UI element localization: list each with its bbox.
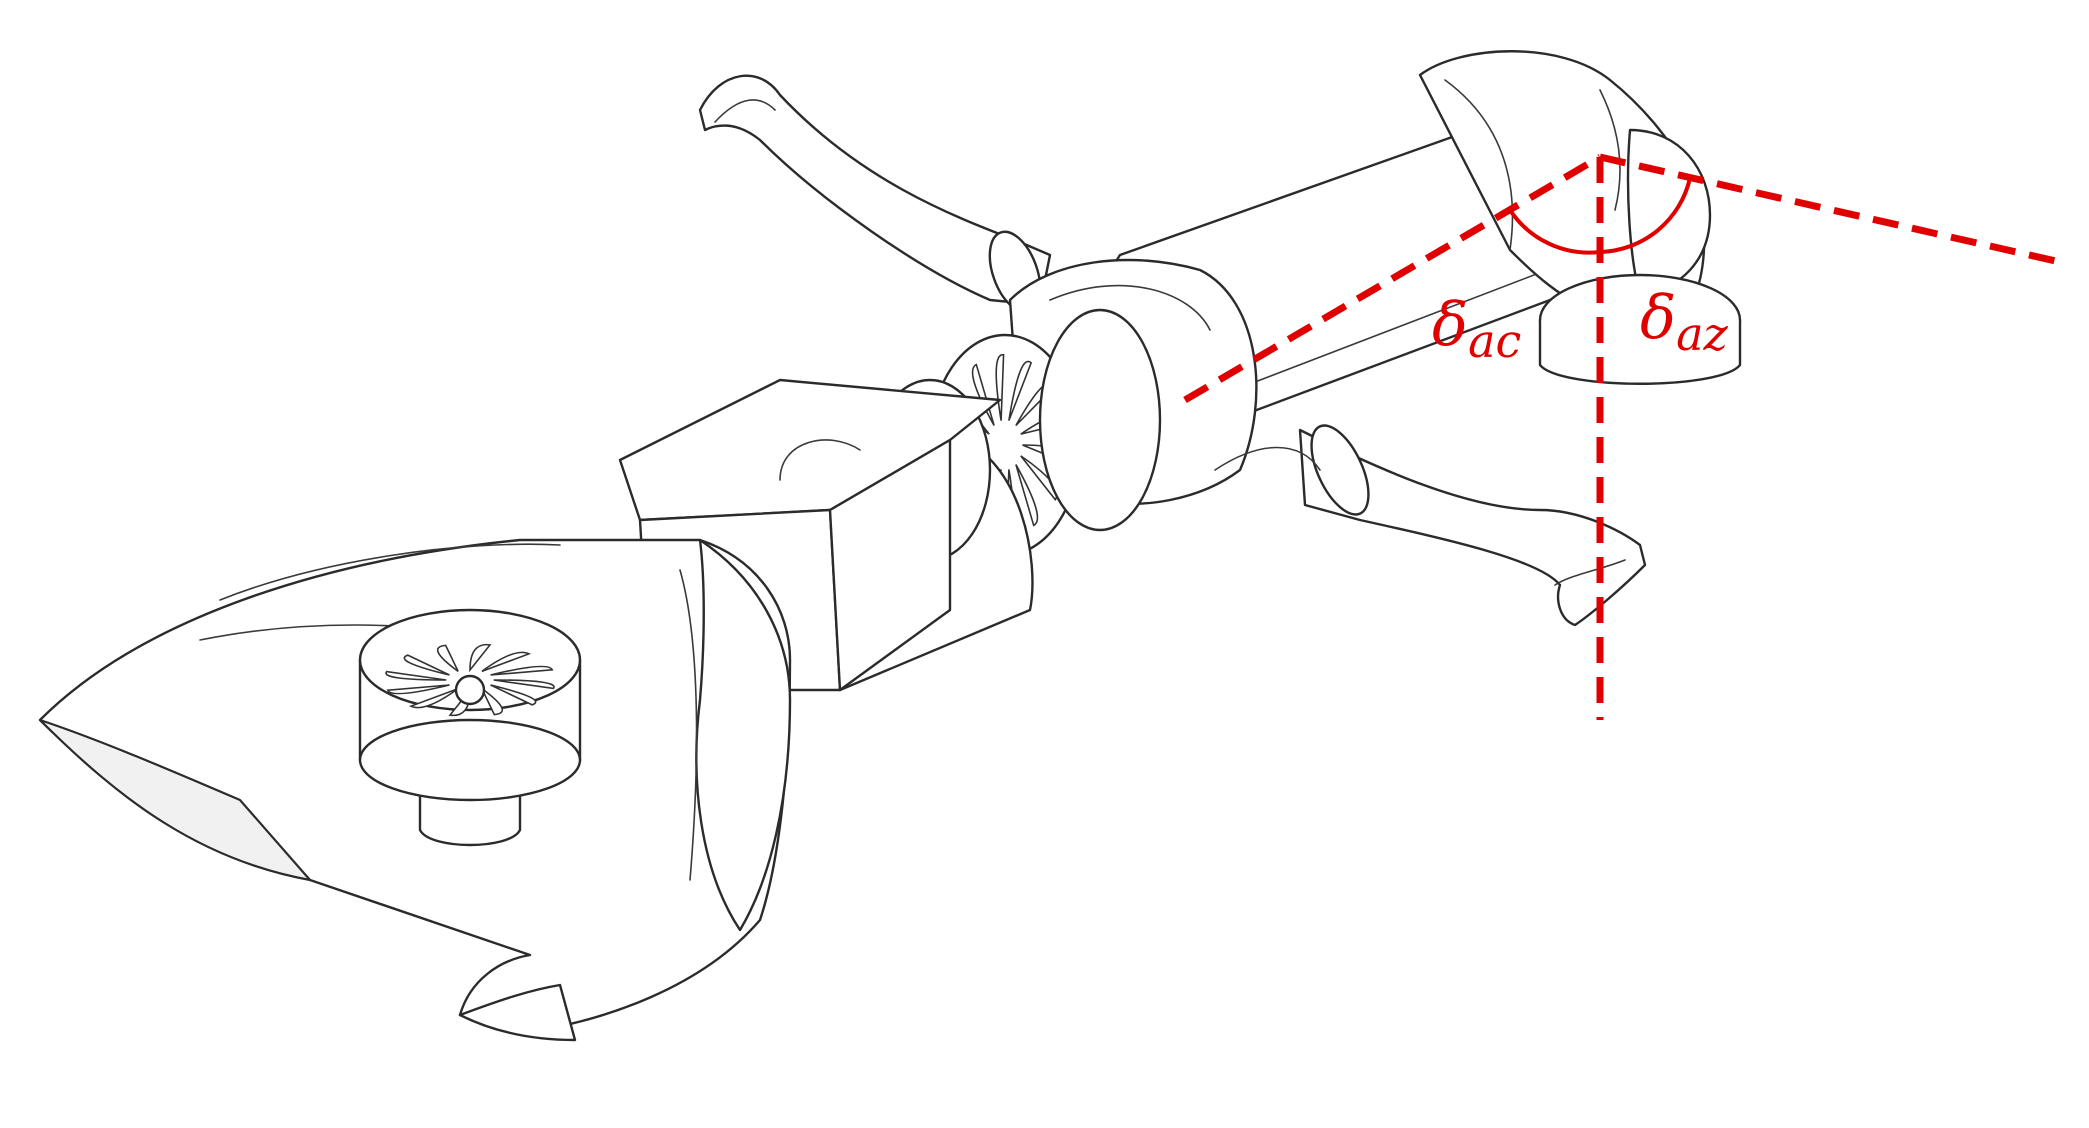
angle-arc-az xyxy=(1599,177,1692,254)
blade xyxy=(408,687,459,709)
blade xyxy=(385,670,447,681)
blade xyxy=(481,688,504,716)
turbine-unit xyxy=(358,608,582,847)
blade xyxy=(490,665,554,676)
angle-label-ac: δac xyxy=(1432,290,1521,368)
blade xyxy=(403,654,450,676)
blade xyxy=(493,679,555,690)
angle-label-az: δaz xyxy=(1640,283,1729,361)
blade xyxy=(1015,464,1039,527)
blade xyxy=(1008,360,1033,421)
blade xyxy=(481,651,532,673)
blade xyxy=(490,684,537,706)
lower-right-arm xyxy=(1298,424,1647,627)
blade xyxy=(436,644,459,672)
blade xyxy=(386,684,450,695)
blade xyxy=(469,643,492,673)
angle-arcs xyxy=(1508,177,1692,255)
blade xyxy=(995,353,1005,421)
upper-left-arm xyxy=(698,74,1052,314)
elbow-bend xyxy=(1418,50,1742,385)
accelerator-axis-line xyxy=(1183,153,1602,404)
angle-arc-ac xyxy=(1508,208,1601,255)
unit-blades xyxy=(385,643,555,717)
